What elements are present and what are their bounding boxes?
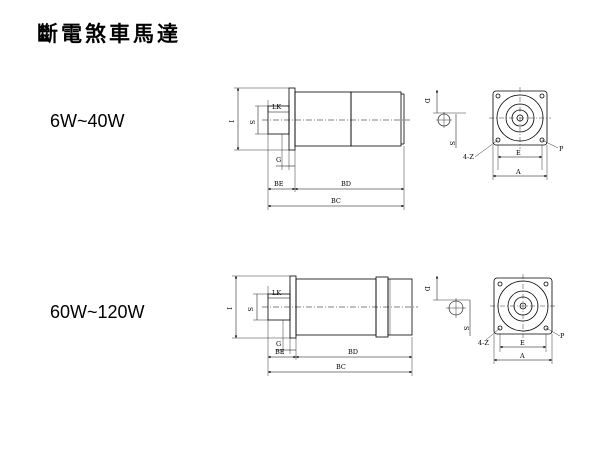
dim-label-bd: BD bbox=[348, 348, 358, 356]
dim-label-bd: BD bbox=[341, 180, 351, 188]
dim-label-lk: LK bbox=[272, 289, 281, 297]
dim-label-d: D bbox=[423, 286, 431, 291]
front-view-large bbox=[485, 274, 561, 364]
dim-label-p: P bbox=[559, 145, 564, 153]
range-label-small: 6W~40W bbox=[50, 111, 125, 131]
shaft-section-large bbox=[433, 276, 471, 336]
dim-label-p: P bbox=[560, 332, 565, 340]
page-title: 斷電煞車馬達 bbox=[37, 21, 181, 46]
dim-label-e: E bbox=[516, 149, 521, 157]
dim-label-s: S bbox=[246, 307, 254, 311]
dim-label-i: I bbox=[225, 307, 233, 310]
flange bbox=[288, 87, 296, 151]
front-view-small bbox=[474, 87, 559, 180]
motor-large-side-view bbox=[232, 275, 418, 376]
dim-label-be: BE bbox=[274, 180, 284, 188]
motor-body bbox=[294, 91, 352, 147]
dim-label-bc: BC bbox=[331, 197, 341, 205]
range-label-large: 60W~120W bbox=[50, 302, 145, 322]
shaft-section-small bbox=[433, 90, 466, 148]
dim-label-s2: S bbox=[462, 326, 470, 330]
dim-label-g: G bbox=[276, 340, 281, 348]
dim-label-a: A bbox=[519, 352, 525, 360]
dim-label-lk: LK bbox=[272, 103, 281, 111]
dim-label-g: G bbox=[276, 156, 281, 164]
dim-label-a: A bbox=[515, 168, 521, 176]
dim-label-4z: 4-Z bbox=[478, 339, 489, 347]
motor-small-side-view bbox=[234, 87, 410, 210]
dim-label-s2: S bbox=[448, 141, 456, 145]
dim-label-e: E bbox=[520, 339, 525, 347]
brake-body bbox=[350, 91, 402, 147]
dim-label-i: I bbox=[227, 120, 235, 123]
dim-label-4z: 4-Z bbox=[463, 153, 474, 161]
dim-label-s: S bbox=[248, 120, 256, 124]
dim-label-be: BE bbox=[275, 348, 285, 356]
dim-label-d: D bbox=[423, 98, 431, 103]
dim-label-bc: BC bbox=[336, 363, 346, 371]
